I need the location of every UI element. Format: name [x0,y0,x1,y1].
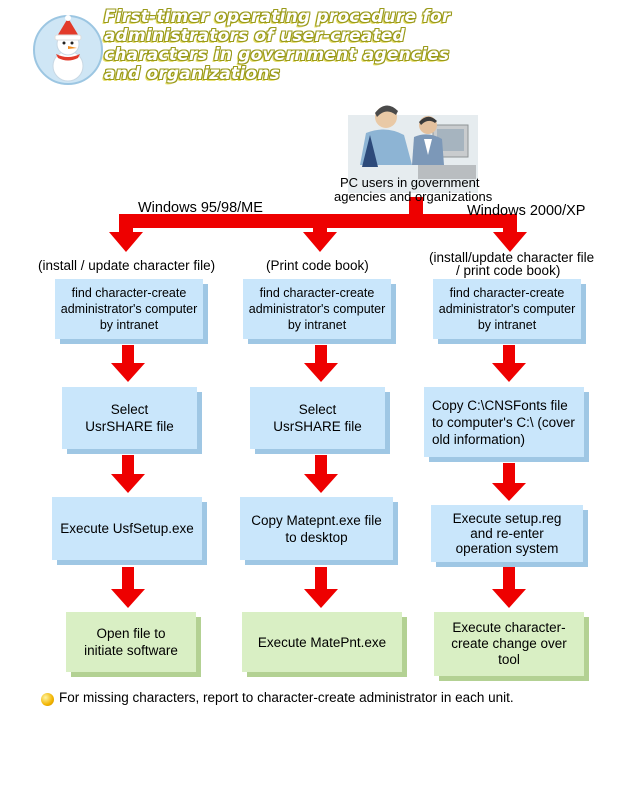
drop-right-head [493,232,527,252]
arrow-c3-3 [492,589,526,608]
os-label-right: Windows 2000/XP [467,203,586,219]
col3-header-line2: / print code book) [456,263,561,278]
page-title: First-timer operating procedure for admi… [104,7,451,84]
top-label-line1: PC users in government [340,175,480,190]
arrow-c2-3 [304,589,338,608]
col2-step-1: find character-create administrator's co… [243,279,391,339]
col3-step-1: find character-create administrator's co… [433,279,581,339]
footnote: For missing characters, report to charac… [59,690,514,705]
col2-step-4: Execute MatePnt.exe [242,612,402,672]
col2-step-3: Copy Matepnt.exe file to desktop [240,497,393,560]
col1-step-2: Select UsrSHARE file [62,387,197,449]
col3-header-line1: (install/update character file [429,250,595,265]
drop-mid-stem [313,214,327,234]
trunk-stem [409,197,423,215]
pc-users-illustration-icon [348,105,478,193]
bullet-icon [41,693,54,706]
col1-step-3: Execute UsfSetup.exe [52,497,202,560]
arrow-c1-3 [111,589,145,608]
arrow-c2-1 [304,363,338,382]
col3-step-3: Execute setup.reg and re-enter operation… [431,505,583,562]
arrow-c3-2 [492,483,526,501]
col1-header: (install / update character file) [38,258,216,273]
drop-left-head [109,232,143,252]
arrow-c1-2 [111,474,145,493]
drop-left-stem [119,214,133,234]
col3-step-2: Copy C:\CNSFonts file to computer's C:\ … [424,387,584,457]
col3-step-4: Execute character-create change over too… [434,612,584,676]
os-label-left: Windows 95/98/ME [138,200,263,216]
col2-step-2: Select UsrSHARE file [250,387,385,449]
snowman-logo-icon [33,15,103,85]
col1-step-1: find character-create administrator's co… [55,279,203,339]
arrow-c1-1 [111,363,145,382]
arrow-c3-1 [492,363,526,382]
drop-mid-head [303,232,337,252]
arrow-c2-2 [304,474,338,493]
col1-step-4: Open file to initiate software [66,612,196,672]
drop-right-stem [503,214,517,234]
top-label-line2: agencies and organizations [334,189,493,204]
col2-header: (Print code book) [266,258,369,273]
